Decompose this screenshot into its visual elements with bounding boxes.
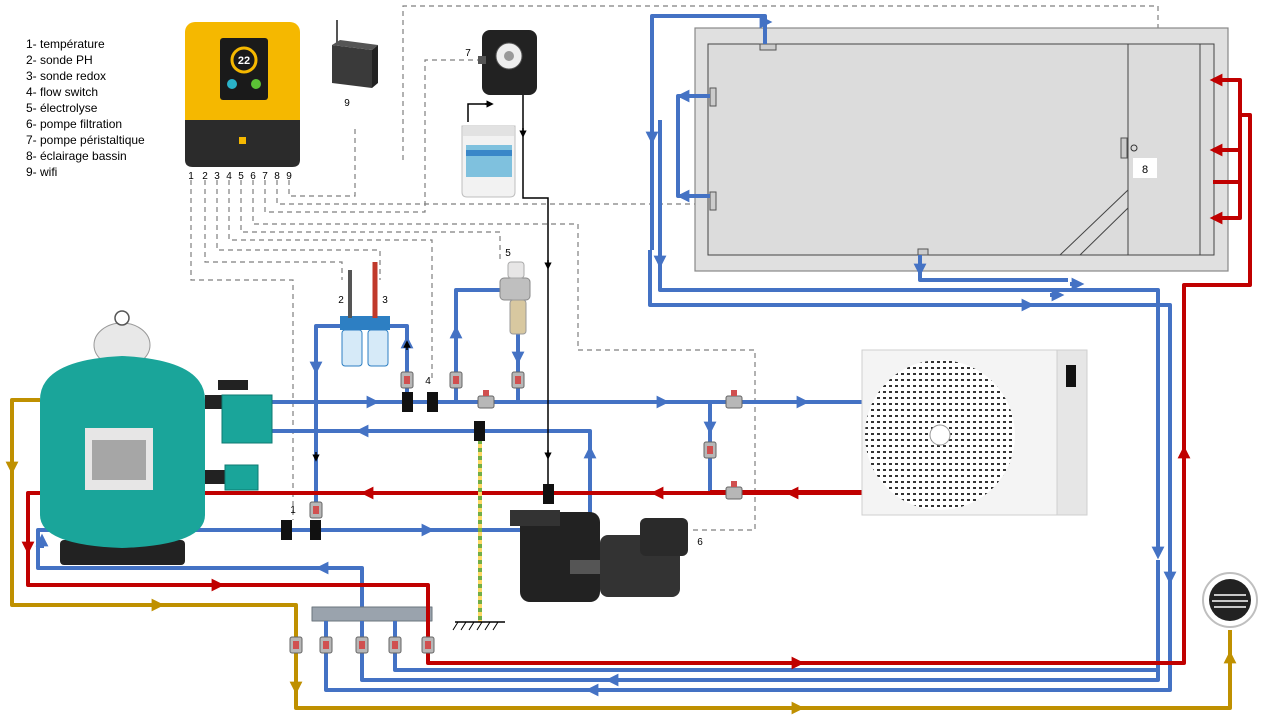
terminal-label: 6 xyxy=(250,171,256,182)
valve xyxy=(356,637,368,653)
sand-filter xyxy=(40,311,272,565)
terminal-label: 8 xyxy=(274,171,280,182)
valve xyxy=(401,372,413,388)
terminal-label: 9 xyxy=(286,171,292,182)
terminal-label: 2 xyxy=(202,171,208,182)
temperature-label: 1 xyxy=(290,505,296,516)
electrolysis-label: 5 xyxy=(505,248,511,259)
pool: 8 xyxy=(695,28,1228,271)
valve xyxy=(726,481,742,499)
filtration-pump: 6 xyxy=(510,510,703,602)
pool-light-label: 8 xyxy=(1142,164,1148,176)
valve xyxy=(422,637,434,653)
wifi-label: 9 xyxy=(344,98,350,109)
controller-display: 22 xyxy=(238,55,250,67)
filtration-pump-label: 6 xyxy=(697,537,703,548)
peristaltic-pump-label: 7 xyxy=(465,48,471,59)
drain-grate xyxy=(1203,573,1257,627)
valve xyxy=(726,390,742,408)
terminal-label: 3 xyxy=(214,171,220,182)
terminal-label: 1 xyxy=(188,171,194,182)
ground-wire xyxy=(453,440,505,630)
terminal-label: 5 xyxy=(238,171,244,182)
flow-switch-label: 4 xyxy=(425,376,431,387)
electrolysis-cell: 5 xyxy=(500,248,530,334)
wifi-module: 9 xyxy=(332,20,378,109)
probe-holders: 2 3 xyxy=(338,262,390,366)
terminal-label: 4 xyxy=(226,171,232,182)
peristaltic-pump: 7 xyxy=(465,30,537,95)
valve xyxy=(704,442,716,458)
redox-probe-label: 3 xyxy=(382,295,388,306)
valve xyxy=(290,637,302,653)
terminal-label: 7 xyxy=(262,171,268,182)
controller-terminals: 1 2 3 4 5 6 7 8 9 xyxy=(188,171,292,182)
heat-pump xyxy=(862,350,1087,515)
ph-probe-label: 2 xyxy=(338,295,344,306)
valve xyxy=(320,637,332,653)
valve xyxy=(310,502,322,518)
valve xyxy=(478,390,494,408)
valve xyxy=(389,637,401,653)
valve xyxy=(512,372,524,388)
chemical-canister xyxy=(462,126,515,197)
valve xyxy=(450,372,462,388)
controller: 22 xyxy=(185,22,300,167)
